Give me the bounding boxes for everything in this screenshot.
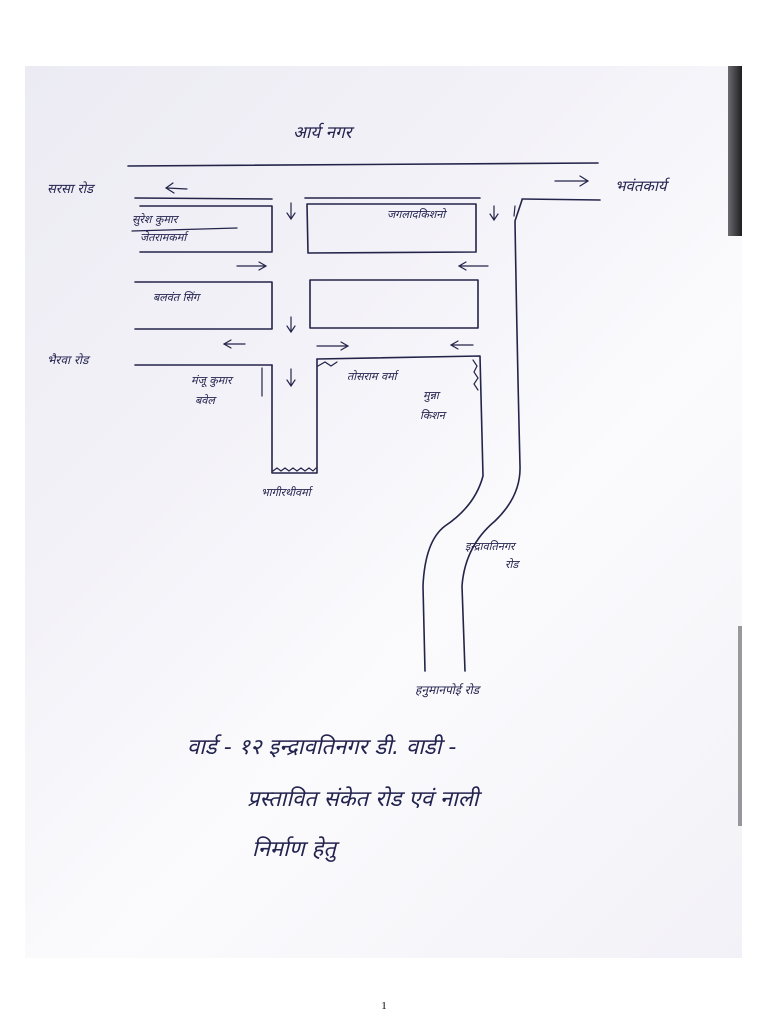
tick-right bbox=[513, 205, 516, 217]
arrow-left-row2 bbox=[222, 339, 246, 349]
caption-line-3: निर्माण हेतु bbox=[252, 836, 340, 862]
block-4-outline bbox=[309, 279, 479, 329]
block-5-hatch bbox=[272, 467, 317, 472]
label-block-3: बलवंत सिंग bbox=[153, 291, 202, 304]
label-block-6-c: किशन bbox=[420, 409, 447, 422]
arrow-down-2 bbox=[286, 316, 296, 334]
arrow-down-1 bbox=[286, 202, 296, 221]
label-bottom-road: हनुमानपोई रोड bbox=[415, 683, 482, 698]
arrow-left-top bbox=[164, 182, 188, 194]
label-block-2: जगलादकिशनो bbox=[387, 208, 447, 221]
page-number: 1 bbox=[381, 1000, 387, 1012]
title-arya-nagar: आर्य नगर bbox=[293, 122, 355, 143]
label-block-5-a: मंजू कुमार bbox=[191, 374, 234, 388]
arrow-right-row2 bbox=[316, 341, 350, 351]
label-right-road-1: इन्द्रावतिनगर bbox=[465, 540, 517, 553]
right-road-outer bbox=[461, 199, 523, 672]
arrow-right-row1 bbox=[236, 261, 268, 271]
road-sketch: आर्य नगर सरसा रोड भवंतकार्य सुरेश कुमार … bbox=[47, 122, 671, 862]
photo-edge-shadow-lower bbox=[738, 626, 742, 826]
label-block-6-b: मुन्ना bbox=[423, 389, 441, 402]
label-block-5-b: बवेल bbox=[195, 394, 217, 407]
label-bhairva-road: भैरवा रोड bbox=[47, 353, 91, 367]
arrow-down-right bbox=[489, 205, 499, 222]
caption-line-2: प्रस्तावित संकेत रोड एवं नाली bbox=[247, 786, 483, 812]
road-top-lower-line-3 bbox=[521, 198, 601, 201]
road-top-lower-line bbox=[134, 197, 273, 200]
photo-edge-shadow bbox=[728, 66, 742, 236]
block-3-outline bbox=[134, 281, 273, 330]
arrow-left-row2-b bbox=[449, 340, 474, 350]
label-bottom-name: भागीरथीवर्मा bbox=[261, 486, 314, 499]
label-block-1-b: जेतरामकर्मा bbox=[140, 231, 189, 244]
scanned-sketch-photo: आर्य नगर सरसा रोड भवंतकार्य सुरेश कुमार … bbox=[25, 66, 742, 958]
strike-block-1 bbox=[131, 227, 238, 232]
label-right-top: भवंतकार्य bbox=[615, 177, 671, 195]
block-1-outline bbox=[139, 205, 273, 253]
block-2-outline bbox=[306, 203, 477, 254]
block-6-hatch bbox=[317, 359, 479, 391]
arrow-right-top bbox=[554, 175, 590, 187]
label-block-1-a: सुरेश कुमार bbox=[132, 213, 180, 226]
road-top-line bbox=[127, 162, 599, 167]
caption-line-1: वार्ड - १२ इन्द्रावतिनगर डी. वाडी - bbox=[187, 734, 456, 760]
block-5-outline bbox=[271, 358, 318, 474]
arrow-down-3 bbox=[286, 368, 296, 388]
label-right-road-2: रोड bbox=[505, 558, 520, 571]
block-6-outline bbox=[316, 355, 484, 672]
label-sarsa-road: सरसा रोड bbox=[47, 181, 96, 197]
arrow-left-row1 bbox=[457, 261, 489, 271]
label-block-6-a: तोसराम वर्मा bbox=[347, 370, 400, 383]
